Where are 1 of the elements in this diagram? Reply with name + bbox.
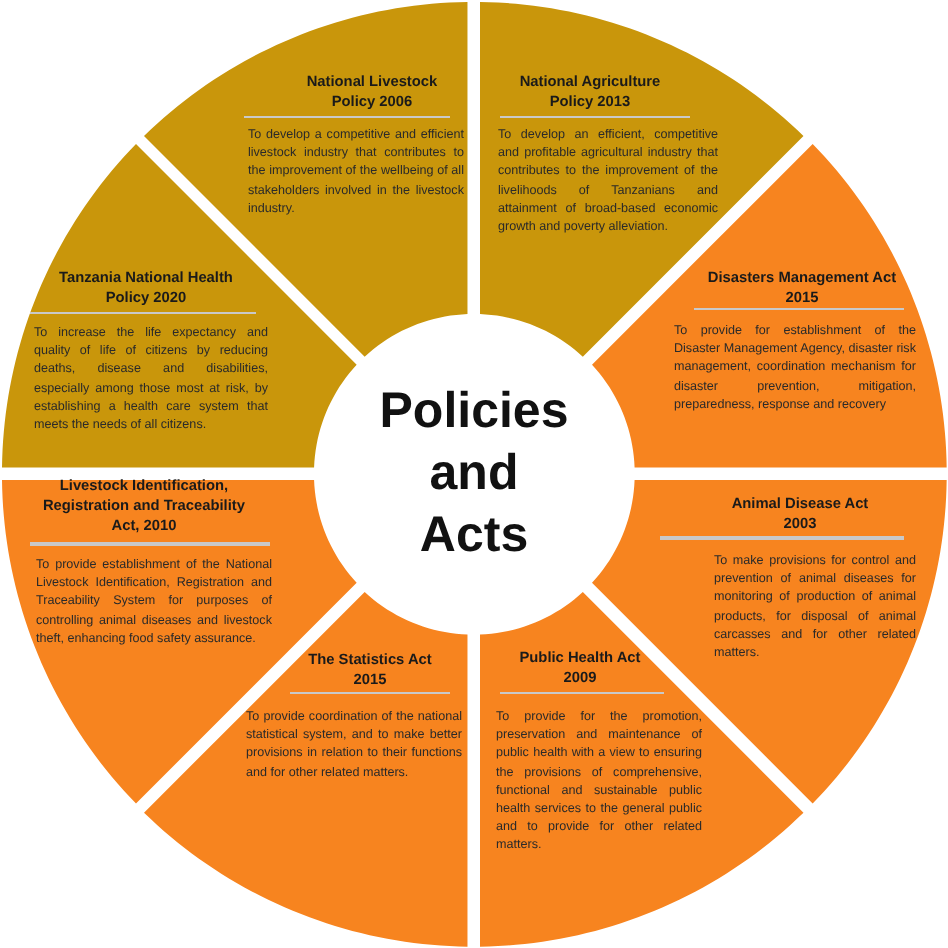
center-title: Policies and Acts bbox=[370, 381, 578, 567]
